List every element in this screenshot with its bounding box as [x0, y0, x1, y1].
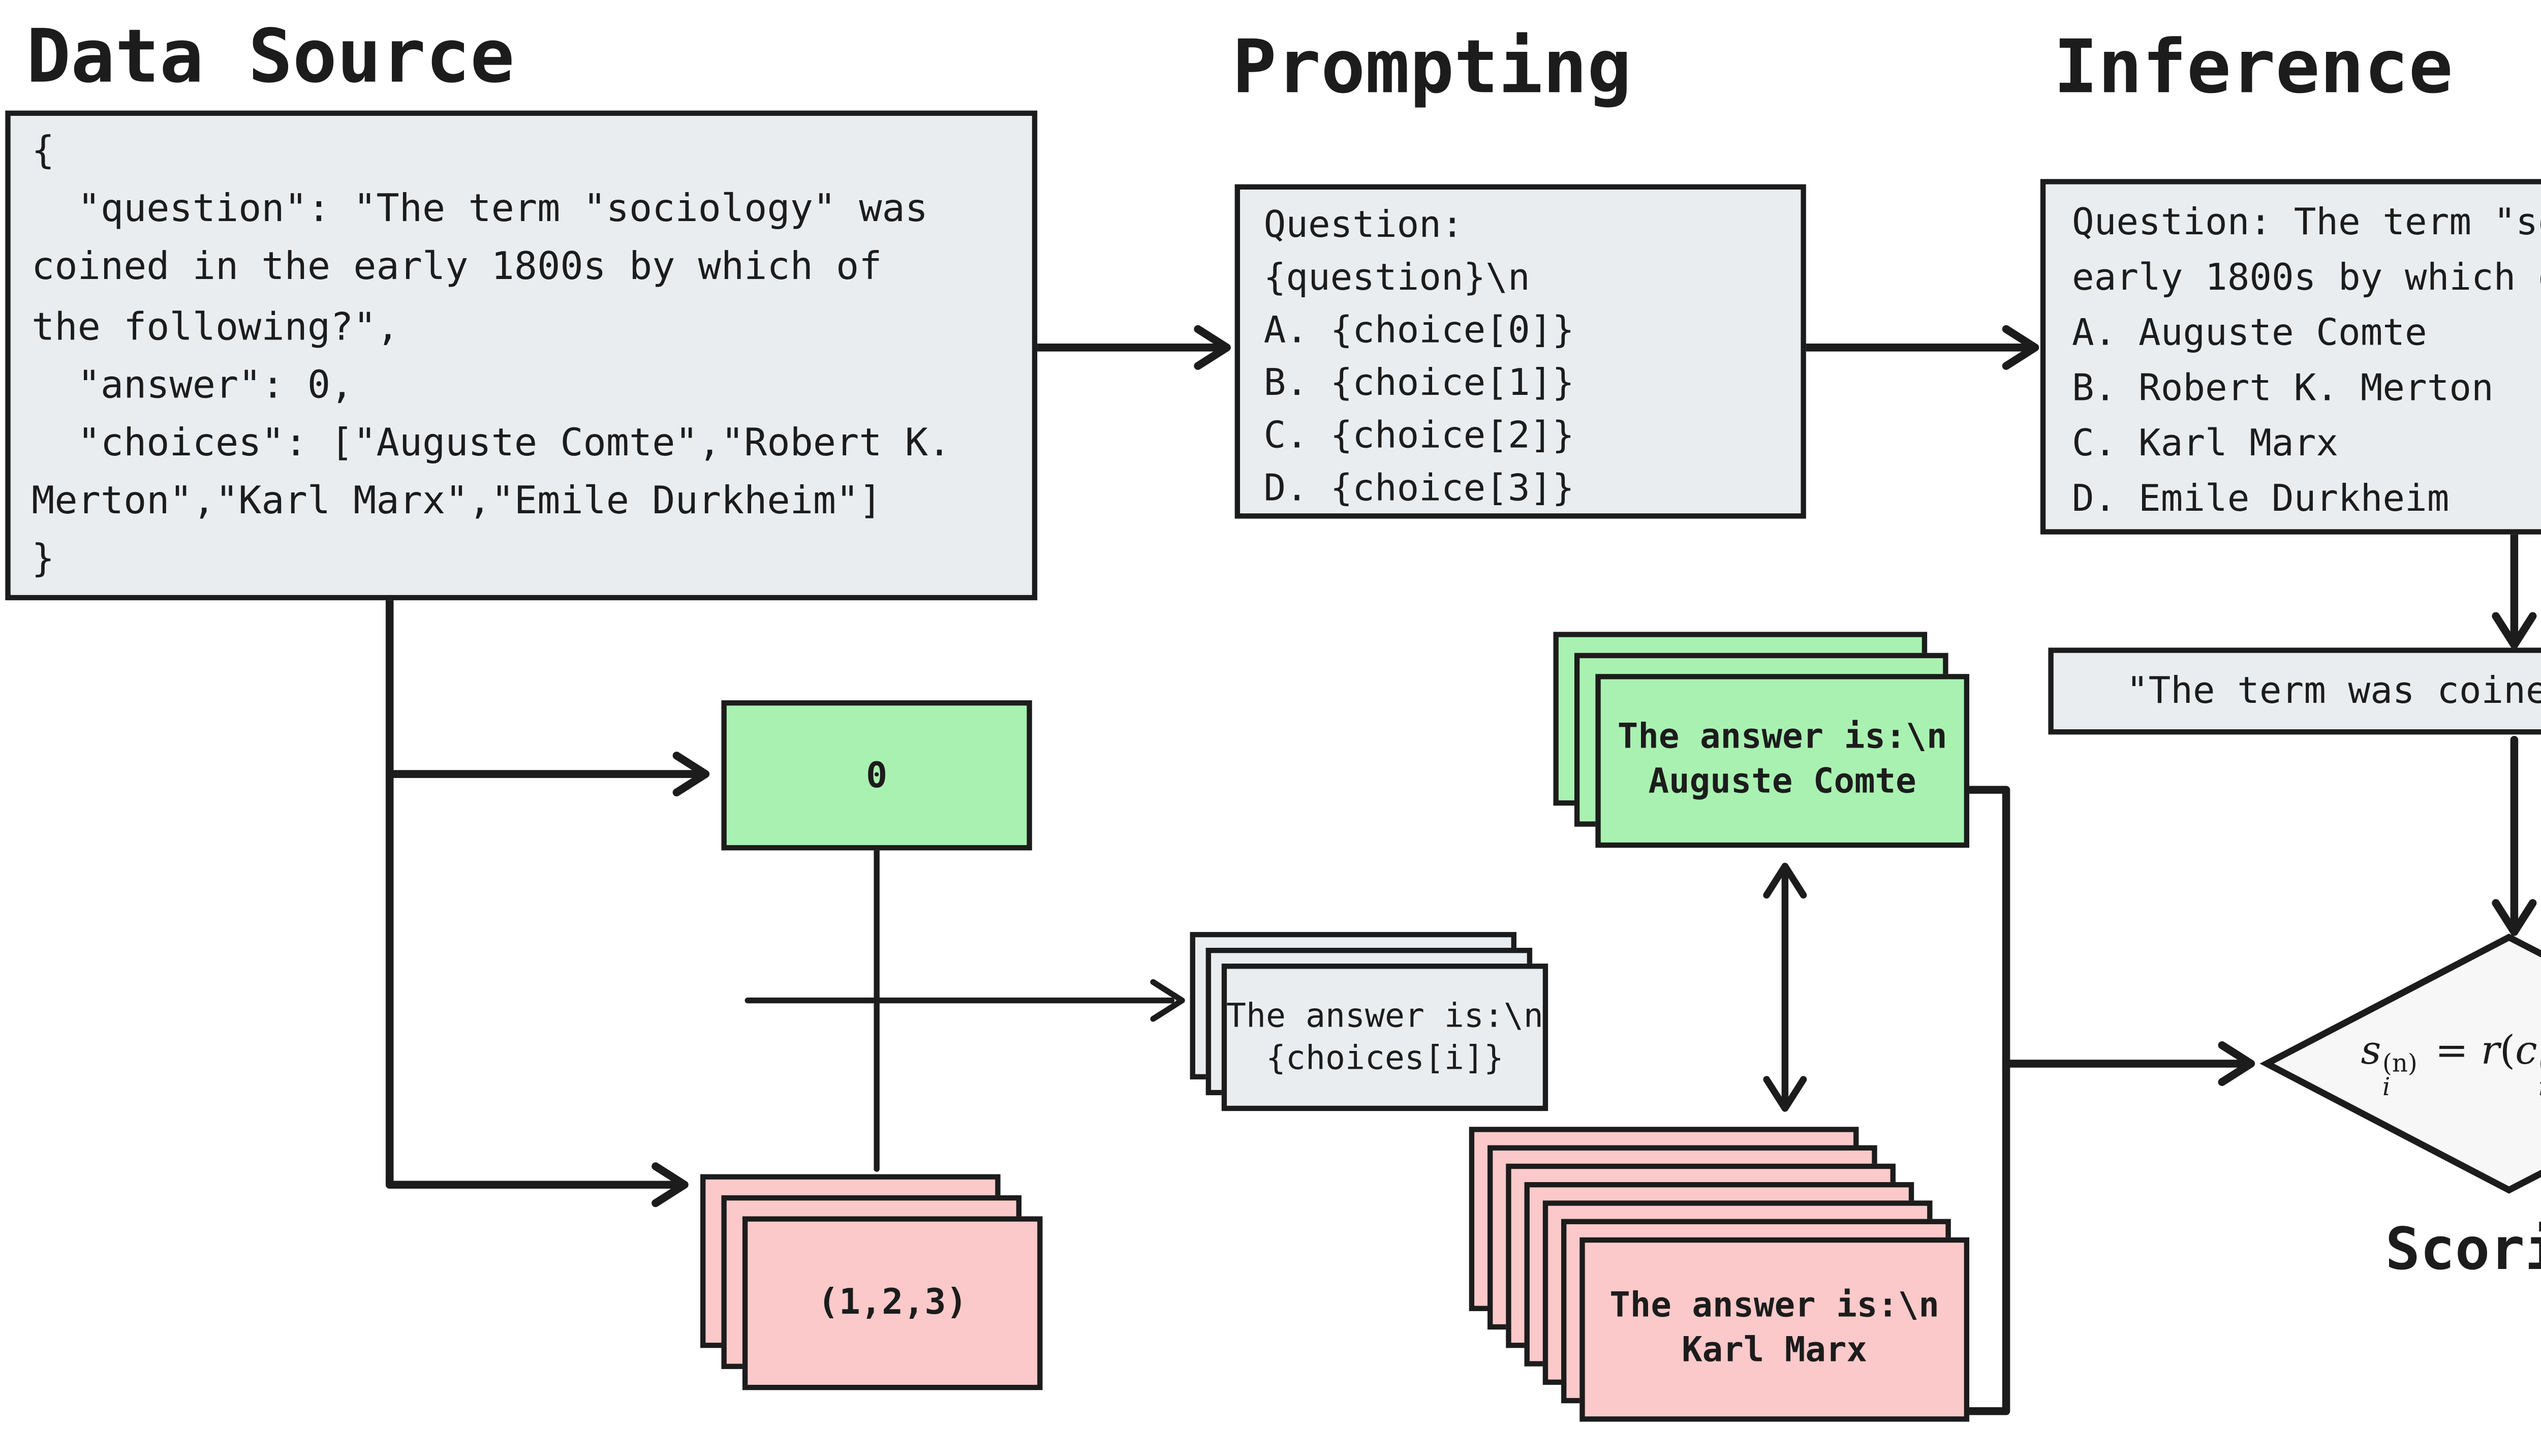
correct-index-box: 0: [721, 700, 1032, 851]
correct-candidate-box: The answer is:\n Auguste Comte: [1595, 674, 1970, 848]
arrow-candidates-to-scoring: [1965, 786, 2255, 1415]
cross-junction-lines: [745, 847, 1185, 1172]
inference-title: Inference: [2053, 23, 2453, 111]
inference-prompt-box: Question: The term "sociology" was coine…: [2040, 179, 2541, 535]
arrow-datasource-to-indices: [385, 596, 710, 1207]
scoring-formula: s(n)i = r(c(n)i, g),: [2361, 1026, 2541, 1102]
model-response-box: "The term was coined by Auguste Comte.": [2048, 647, 2541, 735]
arrow-candidates-bidirectional: [1763, 862, 1807, 1112]
arrow-response-to-scoring: [2492, 735, 2537, 936]
scoring-diamond: [2259, 933, 2541, 1194]
arrow-inference-to-response: [2492, 530, 2537, 649]
wrong-indices-box: (1,2,3): [742, 1216, 1043, 1390]
scoring-label: Scoring: [2385, 1219, 2541, 1285]
arrow-prompting-to-inference: [1802, 325, 2039, 370]
data-source-title: Data Source: [26, 13, 515, 100]
prompt-template-box: Question: {question}\n A. {choice[0]} B.…: [1234, 184, 1806, 519]
choices-template-box: The answer is:\n {choices[i]}: [1221, 964, 1548, 1111]
prompting-title: Prompting: [1232, 23, 1632, 111]
arrow-datasource-to-prompting: [1033, 325, 1231, 370]
wrong-candidate-box: The answer is:\n Karl Marx: [1579, 1237, 1970, 1422]
data-source-json-box: { "question": "The term "sociology" was …: [5, 110, 1038, 601]
